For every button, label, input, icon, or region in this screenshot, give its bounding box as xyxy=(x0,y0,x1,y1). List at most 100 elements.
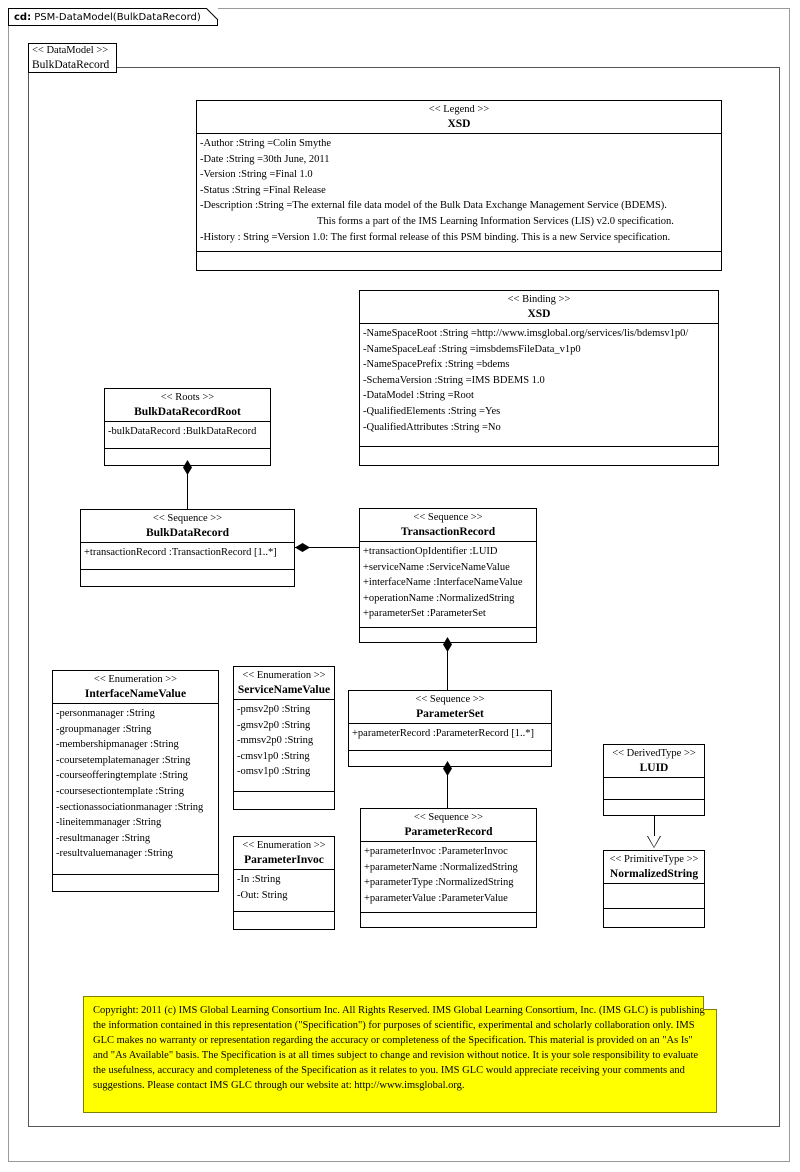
enum-literal: -gmsv2p0 :String xyxy=(237,719,311,731)
parameterinvoc-operations xyxy=(234,912,334,926)
legend-operations xyxy=(197,252,721,266)
legend-class-box[interactable]: << Legend >> XSD -Author :String =Colin … xyxy=(196,100,722,271)
binding-attribute: -QualifiedAttributes :String =No xyxy=(363,421,501,433)
parameterset-attribute: +parameterRecord :ParameterRecord [1..*] xyxy=(352,728,535,739)
interfacenamevalue-class-name: InterfaceNameValue xyxy=(84,687,187,700)
enum-literal: -pmsv2p0 :String xyxy=(237,704,311,715)
parameterinvoc-header: << Enumeration >> ParameterInvoc xyxy=(234,837,334,870)
datamodel-frame-label: << DataModel >> BulkDataRecord xyxy=(28,43,117,73)
normalizedstring-operations xyxy=(604,909,704,923)
interfacenamevalue-header: << Enumeration >> InterfaceNameValue xyxy=(53,671,218,704)
interfacenamevalue-stereotype: << Enumeration >> xyxy=(93,674,178,685)
legend-attribute-continuation: This forms a part of the IMS Learning In… xyxy=(317,215,674,227)
bulkdatarecord-operations xyxy=(81,570,294,584)
binding-operations xyxy=(360,447,718,461)
normalizedstring-class-box[interactable]: << PrimitiveType >> NormalizedString xyxy=(603,850,705,928)
legend-attributes: -Author :String =Colin Smythe -Date :Str… xyxy=(197,134,721,252)
parameterinvoc-class-name: ParameterInvoc xyxy=(244,853,324,866)
legend-header: << Legend >> XSD xyxy=(197,101,721,134)
legend-stereotype: << Legend >> xyxy=(428,104,490,115)
parameterrecord-operations xyxy=(361,913,536,927)
transactionrecord-stereotype: << Sequence >> xyxy=(413,512,483,523)
interfacenamevalue-operations xyxy=(53,875,218,889)
legend-attribute: -Author :String =Colin Smythe xyxy=(200,138,332,149)
legend-class-name: XSD xyxy=(447,117,471,130)
composition-diamond-roots xyxy=(183,460,192,475)
composition-diamond-transactionrecord xyxy=(443,637,452,652)
normalizedstring-class-name: NormalizedString xyxy=(609,867,699,880)
parameterset-stereotype: << Sequence >> xyxy=(415,694,485,705)
luid-class-name: LUID xyxy=(639,761,669,774)
binding-header: << Binding >> XSD xyxy=(360,291,718,324)
enum-literal: -coursesectiontemplate :String xyxy=(56,785,185,797)
binding-stereotype: << Binding >> xyxy=(507,294,571,305)
connector-roots-bulkdatarecord xyxy=(187,466,188,509)
roots-header: << Roots >> BulkDataRecordRoot xyxy=(105,389,270,422)
interfacenamevalue-attributes: -personmanager :String -groupmanager :St… xyxy=(53,704,218,875)
composition-diamond-bulkdatarecord xyxy=(295,543,310,552)
roots-stereotype: << Roots >> xyxy=(160,392,215,403)
roots-class-box[interactable]: << Roots >> BulkDataRecordRoot -bulkData… xyxy=(104,388,271,466)
note-fold-corner-icon xyxy=(703,996,717,1010)
parameterrecord-attribute: +parameterType :NormalizedString xyxy=(364,877,514,889)
interfacenamevalue-class-box[interactable]: << Enumeration >> InterfaceNameValue -pe… xyxy=(52,670,219,892)
parameterrecord-class-box[interactable]: << Sequence >> ParameterRecord +paramete… xyxy=(360,808,537,928)
copyright-note-text: Copyright: 2011 (c) IMS Global Learning … xyxy=(93,1005,705,1092)
parameterrecord-attributes: +parameterInvoc :ParameterInvoc +paramet… xyxy=(361,842,536,913)
enum-literal: -Out: String xyxy=(237,889,288,901)
enum-literal: -sectionassociationmanager :String xyxy=(56,801,204,813)
normalizedstring-attributes xyxy=(604,884,704,909)
transactionrecord-header: << Sequence >> TransactionRecord xyxy=(360,509,536,542)
connector-transactionrecord-parameterset xyxy=(447,643,448,691)
servicenamevalue-operations xyxy=(234,792,334,806)
parameterset-operations xyxy=(349,751,551,765)
legend-attribute: -History : String =Version 1.0: The firs… xyxy=(200,231,671,243)
enum-literal: -resultmanager :String xyxy=(56,832,151,844)
transactionrecord-class-box[interactable]: << Sequence >> TransactionRecord +transa… xyxy=(359,508,537,643)
binding-attribute: -NameSpaceRoot :String =http://www.imsgl… xyxy=(363,328,689,339)
parameterrecord-header: << Sequence >> ParameterRecord xyxy=(361,809,536,842)
transactionrecord-attribute: +interfaceName :InterfaceNameValue xyxy=(363,577,523,589)
servicenamevalue-class-box[interactable]: << Enumeration >> ServiceNameValue -pmsv… xyxy=(233,666,335,810)
bulkdatarecord-class-box[interactable]: << Sequence >> BulkDataRecord +transacti… xyxy=(80,509,295,587)
copyright-note[interactable]: Copyright: 2011 (c) IMS Global Learning … xyxy=(83,996,717,1113)
parameterrecord-attribute: +parameterValue :ParameterValue xyxy=(364,892,508,904)
binding-attribute: -DataModel :String =Root xyxy=(363,390,474,402)
servicenamevalue-attributes: -pmsv2p0 :String -gmsv2p0 :String -mmsv2… xyxy=(234,700,334,792)
binding-attribute: -QualifiedElements :String =Yes xyxy=(363,405,501,417)
bulkdatarecord-stereotype: << Sequence >> xyxy=(152,513,223,524)
normalizedstring-stereotype: << PrimitiveType >> xyxy=(609,854,699,865)
binding-class-name: XSD xyxy=(527,307,551,320)
servicenamevalue-header: << Enumeration >> ServiceNameValue xyxy=(234,667,334,700)
legend-attribute: -Status :String =Final Release xyxy=(200,184,326,196)
roots-attribute: -bulkDataRecord :BulkDataRecord xyxy=(108,426,257,437)
transactionrecord-attribute: +parameterSet :ParameterSet xyxy=(363,608,486,620)
binding-attributes: -NameSpaceRoot :String =http://www.imsgl… xyxy=(360,324,718,447)
diagram-tab-title: PSM-DataModel(BulkDataRecord) xyxy=(31,12,201,23)
luid-class-box[interactable]: << DerivedType >> LUID xyxy=(603,744,705,816)
parameterset-class-box[interactable]: << Sequence >> ParameterSet +parameterRe… xyxy=(348,690,552,767)
roots-class-name: BulkDataRecordRoot xyxy=(134,405,241,418)
parameterinvoc-stereotype: << Enumeration >> xyxy=(242,840,326,851)
binding-class-box[interactable]: << Binding >> XSD -NameSpaceRoot :String… xyxy=(359,290,719,466)
enum-literal: -In :String xyxy=(237,874,281,885)
luid-attributes xyxy=(604,778,704,800)
parameterrecord-stereotype: << Sequence >> xyxy=(413,812,484,823)
binding-attribute: -SchemaVersion :String =IMS BDEMS 1.0 xyxy=(363,374,545,386)
enum-literal: -cmsv1p0 :String xyxy=(237,750,310,762)
luid-stereotype: << DerivedType >> xyxy=(612,748,696,759)
connector-parameterset-parameterrecord xyxy=(447,767,448,809)
roots-attributes: -bulkDataRecord :BulkDataRecord xyxy=(105,422,270,449)
normalizedstring-header: << PrimitiveType >> NormalizedString xyxy=(604,851,704,884)
parameterset-attributes: +parameterRecord :ParameterRecord [1..*] xyxy=(349,724,551,751)
servicenamevalue-class-name: ServiceNameValue xyxy=(237,683,331,696)
diagram-title-tab: cd: PSM-DataModel(BulkDataRecord) xyxy=(8,8,218,26)
enum-literal: -courseofferingtemplate :String xyxy=(56,770,188,782)
enum-literal: -groupmanager :String xyxy=(56,723,152,735)
parameterset-class-name: ParameterSet xyxy=(416,707,484,720)
connector-bulkdatarecord-transactionrecord xyxy=(295,547,359,548)
parameterrecord-attribute: +parameterName :NormalizedString xyxy=(364,861,518,873)
parameterinvoc-class-box[interactable]: << Enumeration >> ParameterInvoc -In :St… xyxy=(233,836,335,930)
luid-operations xyxy=(604,800,704,814)
tab-corner-cut xyxy=(205,8,218,20)
